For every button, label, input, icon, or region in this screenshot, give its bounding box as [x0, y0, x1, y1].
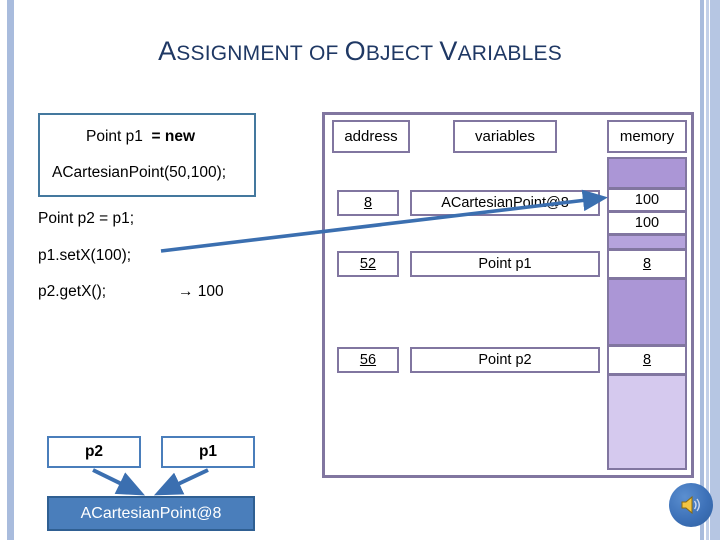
- title-seg-a-cap: A: [158, 36, 177, 66]
- audio-play-button[interactable]: [669, 483, 713, 527]
- memory-slot-3: [607, 234, 687, 250]
- memory-slot-2: 100: [607, 211, 687, 235]
- table-header-variables: variables: [453, 120, 557, 153]
- title-seg-b-cap: O: [344, 36, 366, 66]
- connector-arrow-p2-to-object: [92, 468, 146, 496]
- memory-slot-7: [607, 374, 687, 470]
- page-title: ASSIGNMENT OF OBJECT VARIABLES: [40, 36, 680, 67]
- code-line-1: Point p1 = new: [86, 128, 195, 146]
- code-line-2-ctor: Point(50,100);: [128, 164, 227, 181]
- title-seg-c-cap: V: [439, 36, 458, 66]
- object-instance-box: ACartesianPoint@8: [47, 496, 255, 531]
- table-row-2-address: 52: [337, 251, 399, 277]
- code-line-4: p1.setX(100);: [38, 247, 132, 264]
- left-edge-bar: [7, 0, 14, 540]
- title-seg-b-rest: BJECT: [365, 42, 434, 65]
- table-row-2-variable: Point p1: [410, 251, 600, 277]
- code-line-3: Point p2 = p1;: [38, 210, 135, 227]
- table-row-1-variable: ACartesianPoint@8: [410, 190, 600, 216]
- memory-slot-4-value: 8: [642, 256, 652, 272]
- right-edge-bar-outer: [710, 0, 720, 540]
- memory-slot-5: [607, 278, 687, 346]
- table-row-3-address: 56: [337, 347, 399, 373]
- table-row-3-address-value: 56: [359, 352, 377, 368]
- table-header-memory: memory: [607, 120, 687, 153]
- speaker-icon: [681, 495, 700, 515]
- reference-box-p1: p1: [161, 436, 255, 468]
- code-statement-box: [38, 113, 256, 197]
- memory-slot-6: 8: [607, 345, 687, 375]
- table-row-3-variable: Point p2: [410, 347, 600, 373]
- code-line-2-type: ACartesian: [52, 164, 129, 181]
- title-seg-c-rest: ARIABLES: [457, 42, 562, 65]
- table-header-address: address: [332, 120, 410, 153]
- title-seg-a-rest: SSIGNMENT: [176, 42, 303, 65]
- right-edge-bar-inner: [700, 0, 704, 540]
- memory-slot-4: 8: [607, 249, 687, 279]
- memory-slot-6-value: 8: [642, 352, 652, 368]
- code-line-5: p2.getX();: [38, 283, 107, 300]
- right-edge-bar-mid: [706, 0, 709, 540]
- table-row-1-address-value: 8: [363, 195, 373, 211]
- code-line-1-new: = new: [151, 128, 196, 145]
- memory-slot-0: [607, 157, 687, 189]
- code-line-1-decl: Point p1: [86, 128, 143, 145]
- table-row-1-address: 8: [337, 190, 399, 216]
- code-line-2: ACartesianPoint(50,100);: [52, 164, 226, 182]
- code-result-annotation: → 100: [178, 283, 224, 300]
- memory-slot-1: 100: [607, 188, 687, 212]
- title-seg-of-word: OF: [309, 42, 339, 65]
- connector-arrow-p1-to-object: [153, 468, 209, 496]
- table-row-2-address-value: 52: [359, 256, 377, 272]
- reference-box-p2: p2: [47, 436, 141, 468]
